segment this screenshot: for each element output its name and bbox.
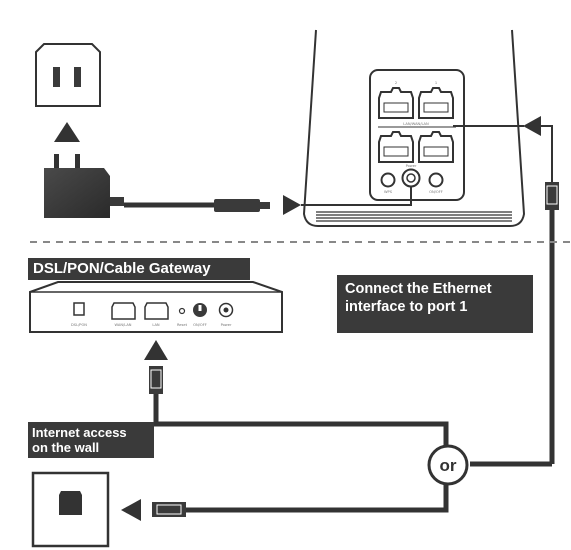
or-label: or <box>439 456 457 475</box>
wall-ethernet-jack-icon <box>31 471 110 548</box>
gateway-port-dslpon: DSL/PON <box>71 323 87 327</box>
router-device <box>302 29 526 227</box>
power-adapter-icon <box>44 154 124 218</box>
onoff-button <box>428 172 444 188</box>
router-port-2-label: 2 <box>395 81 397 85</box>
gateway-reset: Reset <box>177 323 188 327</box>
arrow-right-to-power <box>283 195 301 215</box>
gateway-label: DSL/PON/Cable Gateway <box>28 258 250 280</box>
gateway-port-wanlan: WAN/LAN <box>115 323 132 327</box>
router-port-2 <box>378 87 414 119</box>
power-label: Power <box>406 164 417 168</box>
wall-label-line1: Internet access <box>32 425 127 440</box>
wall-internet-label: Internet access on the wall <box>28 422 154 458</box>
power-to-router-line <box>301 186 412 206</box>
ethernet-plug-icon <box>545 182 559 210</box>
gateway-ethernet-plug-icon <box>149 366 163 394</box>
cable-to-right-plug <box>541 125 553 182</box>
router-port-lower-right <box>418 131 454 163</box>
connect-note-line2: interface to port 1 <box>345 299 468 315</box>
router-port-lower-left <box>378 131 414 163</box>
arrow-up-to-outlet <box>54 122 80 142</box>
lan-wan-caption: LAN/WAN/LAN <box>403 122 429 126</box>
router-port-1 <box>418 87 454 119</box>
wall-label-line2: on the wall <box>32 440 100 455</box>
gateway-port-lan: LAN <box>152 323 160 327</box>
gateway-cable <box>153 394 449 446</box>
wps-button <box>380 172 396 188</box>
power-outlet-icon <box>35 43 101 107</box>
arrow-left-to-wall <box>121 499 141 521</box>
wall-cable <box>186 484 449 513</box>
gateway-ports <box>73 302 234 320</box>
gateway-onoff: ON/OFF <box>193 323 207 327</box>
connect-note-line1: Connect the Ethernet <box>345 281 492 297</box>
onoff-label: ON/OFF <box>429 190 443 194</box>
power-plug-icon <box>214 199 270 212</box>
gateway-power: Power <box>221 323 232 327</box>
arrow-left-to-port1 <box>523 116 541 136</box>
wall-ethernet-plug-icon <box>152 502 186 517</box>
connect-note: Connect the Ethernet interface to port 1 <box>337 275 533 333</box>
router-port-1-label: 1 <box>435 81 437 85</box>
arrow-up-to-gateway <box>144 340 168 360</box>
wps-label: WPS <box>384 190 393 194</box>
